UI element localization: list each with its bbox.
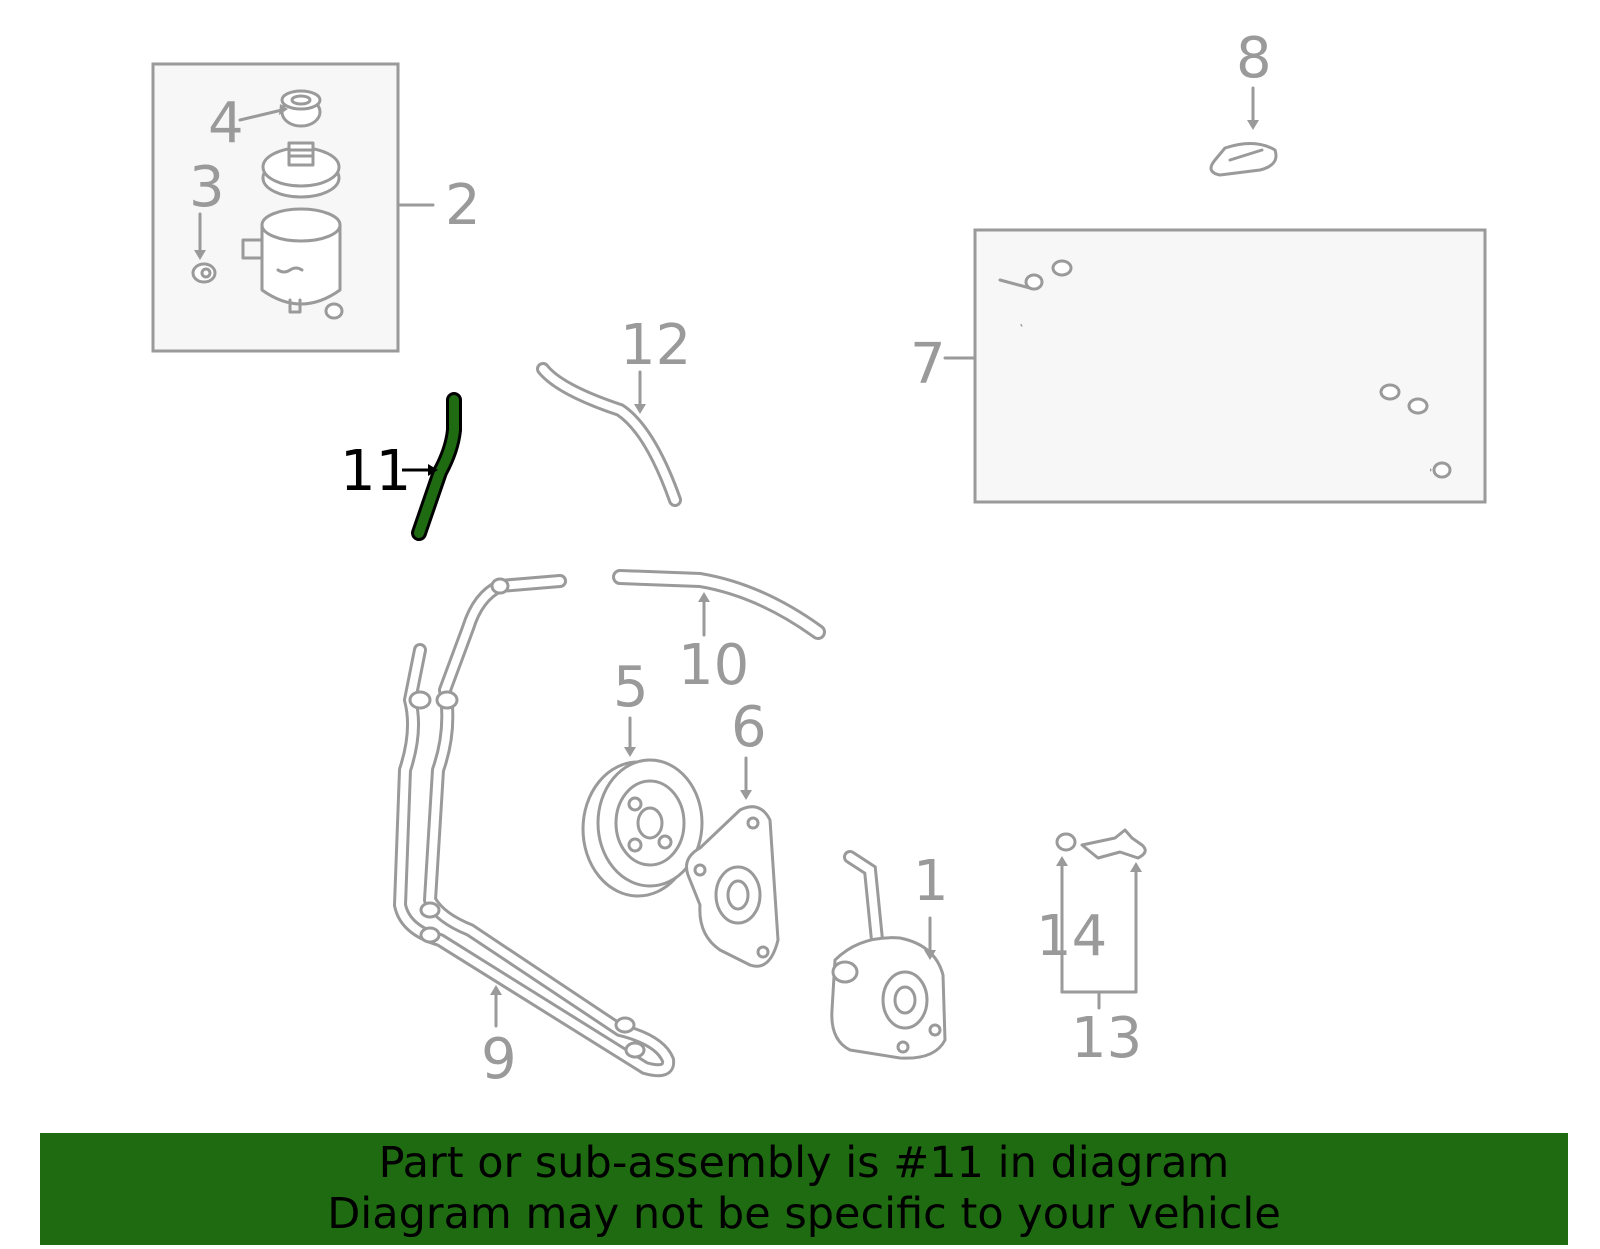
callout-10[interactable]: 10: [678, 633, 749, 698]
part-1-pump[interactable]: 1: [830, 849, 949, 1060]
pressure-hose-box: [973, 228, 1487, 504]
part-3-grommet[interactable]: [191, 262, 217, 284]
reservoir-group: 2 4: [151, 62, 481, 353]
callout-6[interactable]: 6: [731, 695, 767, 760]
callout-5[interactable]: 5: [613, 655, 649, 720]
parts-13-14-group: 14 13: [1036, 828, 1147, 1071]
parts-diagram: 2 4: [151, 26, 1487, 1092]
callout-1[interactable]: 1: [913, 849, 949, 914]
part-12-hose[interactable]: 12: [536, 313, 691, 507]
part-10-hose[interactable]: 10: [612, 569, 826, 698]
part-11-hose[interactable]: 11: [340, 392, 462, 541]
part-5-pulley[interactable]: 5: [581, 655, 704, 898]
part-6-bracket[interactable]: 6: [685, 695, 780, 968]
callout-13[interactable]: 13: [1071, 1006, 1142, 1071]
part-7-pressure-hose[interactable]: [998, 259, 1452, 479]
callout-7[interactable]: 7: [910, 332, 946, 397]
reservoir-cap: [261, 141, 341, 199]
part-9-cooler-lines[interactable]: 9: [393, 574, 676, 1092]
part-4-seal[interactable]: [280, 89, 322, 128]
callout-8[interactable]: 8: [1236, 26, 1272, 91]
part-13-bracket[interactable]: [1080, 828, 1147, 860]
callout-4[interactable]: 4: [208, 91, 244, 156]
callout-11[interactable]: 11: [340, 439, 411, 504]
reservoir-body: [241, 207, 344, 320]
callout-9[interactable]: 9: [481, 1027, 517, 1092]
callout-12[interactable]: 12: [620, 313, 691, 378]
part-8-clamp[interactable]: 8: [1209, 26, 1278, 177]
banner-line-1: Part or sub-assembly is #11 in diagram: [378, 1138, 1230, 1188]
callout-14[interactable]: 14: [1036, 904, 1107, 969]
info-banner: Part or sub-assembly is #11 in diagram D…: [40, 1133, 1568, 1245]
part-14-fitting[interactable]: [1055, 832, 1077, 852]
pressure-hose-group: 7: [910, 228, 1487, 504]
callout-2[interactable]: 2: [445, 173, 481, 238]
callout-3[interactable]: 3: [189, 155, 225, 220]
banner-line-2: Diagram may not be specific to your vehi…: [327, 1189, 1281, 1239]
